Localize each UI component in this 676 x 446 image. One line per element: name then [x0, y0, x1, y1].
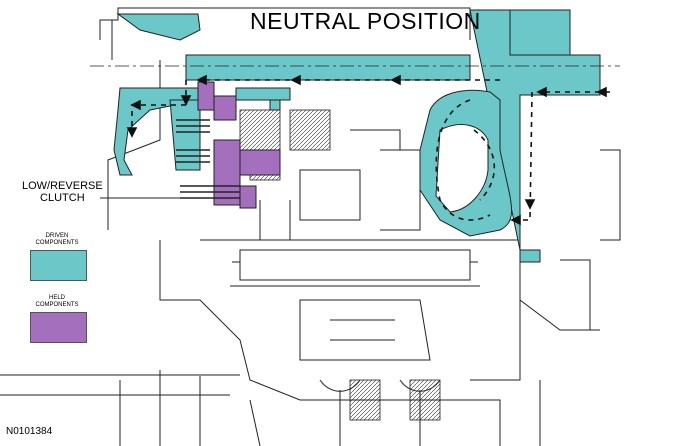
clutch-plates	[176, 119, 240, 199]
diagram-title: NEUTRAL POSITION	[250, 8, 481, 34]
legend-driven-label: DRIVEN COMPONENTS	[22, 233, 92, 247]
legend-driven-line-1: DRIVEN	[45, 233, 69, 239]
legend-held-line-2: COMPONENTS	[35, 302, 79, 308]
legend-held-line-1: HELD	[48, 295, 65, 301]
legend-driven-line-2: COMPONENTS	[35, 240, 79, 246]
figure-id: N0101384	[6, 426, 53, 437]
callout-line-1: LOW/REVERSE	[22, 180, 103, 192]
callout-line-2: CLUTCH	[40, 192, 85, 204]
callout-low-reverse-clutch: LOW/REVERSE CLUTCH	[22, 180, 103, 204]
legend-held-swatch	[30, 312, 87, 343]
power-flow-arrows	[126, 74, 610, 226]
held-components	[197, 81, 281, 209]
legend-held-label: HELD COMPONENTS	[22, 295, 92, 309]
housing-outline	[0, 7, 621, 446]
legend-driven-swatch	[30, 250, 87, 281]
